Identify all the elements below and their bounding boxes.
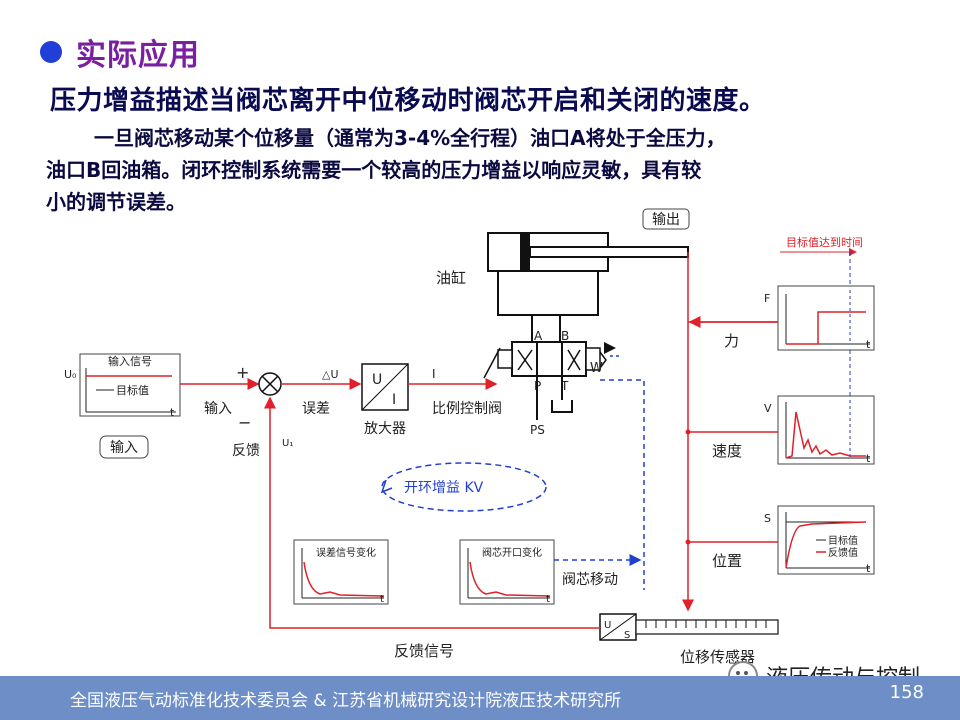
subtitle: 压力增益描述当阀芯离开中位移动时阀芯开启和关闭的速度。 xyxy=(50,86,766,116)
port-b: B xyxy=(561,329,569,343)
body-line-3: 小的调节误差。 xyxy=(46,190,186,214)
body-line-2: 油口B回油箱。闭环控制系统需要一个较高的压力增益以响应灵敏，具有较 xyxy=(46,158,702,182)
velocity-label: 速度 xyxy=(712,442,742,460)
body-line-1: 一旦阀芯移动某个位移量（通常为3-4%全行程）油口A将处于全压力， xyxy=(94,126,726,150)
footer-bar: 全国液压气动标准化技术委员会 & 江苏省机械研究设计院液压技术研究所 158 xyxy=(0,676,960,720)
legend-target: 目标值 xyxy=(828,534,858,547)
force-label: 力 xyxy=(724,332,739,350)
output-label-box xyxy=(642,208,690,230)
valve-label: 比例控制阀 xyxy=(432,401,502,417)
input-signal-box xyxy=(79,353,181,417)
legend-feedback: 反馈值 xyxy=(828,546,858,559)
sensor-u: U xyxy=(604,620,611,631)
valve-t-label: t xyxy=(546,594,550,605)
input-target-label: 目标值 xyxy=(116,383,149,397)
feedback-label: 反馈 xyxy=(232,443,260,459)
displacement-sensor xyxy=(599,613,779,641)
force-t-label: t xyxy=(866,338,871,351)
delta-u-label: △U xyxy=(322,368,339,381)
valve-chart-box xyxy=(459,539,555,605)
feedback-signal-label: 反馈信号 xyxy=(394,642,454,660)
input-t-label: t xyxy=(170,406,175,419)
summing-junction xyxy=(258,372,282,396)
body-paragraph: 一旦阀芯移动某个位移量（通常为3-4%全行程）油口A将处于全压力， 油口B回油箱… xyxy=(46,122,926,218)
force-curve xyxy=(786,311,866,345)
sensor-s: S xyxy=(624,630,630,641)
input-signal-label: 输入信号 xyxy=(108,354,152,368)
error-label: 误差 xyxy=(302,401,330,417)
target-reach-time-label: 目标值达到时间 xyxy=(786,235,863,249)
proportional-valve xyxy=(483,341,607,379)
port-a: A xyxy=(534,329,543,343)
velocity-curve xyxy=(785,411,866,459)
error-t-label: t xyxy=(380,594,384,605)
velocity-axis-label: V xyxy=(764,402,772,415)
hydraulic-cylinder xyxy=(487,232,689,316)
velocity-t-label: t xyxy=(866,452,871,465)
u0-label: U₀ xyxy=(64,368,77,381)
input-button xyxy=(99,435,149,459)
page-title: 实际应用 xyxy=(76,38,200,73)
minus-sign: − xyxy=(238,413,251,432)
error-chart-box xyxy=(293,539,389,605)
spool-move-label: 阀芯移动 xyxy=(562,572,618,588)
error-chart-label: 误差信号变化 xyxy=(316,546,376,559)
input-button-label: 输入 xyxy=(110,440,138,456)
valve-curve xyxy=(469,561,551,597)
u1-label: U₁ xyxy=(282,438,293,449)
position-t-label: t xyxy=(866,562,871,575)
error-curve xyxy=(303,561,385,597)
input-label: 输入 xyxy=(204,401,232,417)
open-loop-ellipse xyxy=(381,462,547,512)
cylinder-label: 油缸 xyxy=(436,269,466,287)
output-label: 输出 xyxy=(652,212,680,228)
port-t: T xyxy=(560,379,569,393)
amp-i: I xyxy=(392,392,396,408)
current-label: I xyxy=(432,367,436,381)
position-label: 位置 xyxy=(712,552,742,570)
bullet-icon xyxy=(40,41,62,63)
position-curve xyxy=(785,521,867,569)
force-chart-box xyxy=(777,285,875,351)
page-number: 158 xyxy=(889,682,924,703)
port-w: W xyxy=(590,361,603,376)
amplifier-label: 放大器 xyxy=(364,421,406,437)
amp-u: U xyxy=(372,372,382,388)
title-row: 实际应用 xyxy=(40,30,200,74)
port-ps: PS xyxy=(530,423,545,437)
force-axis-label: F xyxy=(764,292,770,305)
footer-org-text: 全国液压气动标准化技术委员会 & 江苏省机械研究设计院液压技术研究所 xyxy=(70,691,622,711)
plus-sign: + xyxy=(236,363,249,382)
open-loop-gain-label: 开环增益 KV xyxy=(404,480,484,496)
amplifier-block xyxy=(361,363,409,411)
position-axis-label: S xyxy=(764,512,771,525)
valve-chart-label: 阀芯开口变化 xyxy=(482,546,542,559)
